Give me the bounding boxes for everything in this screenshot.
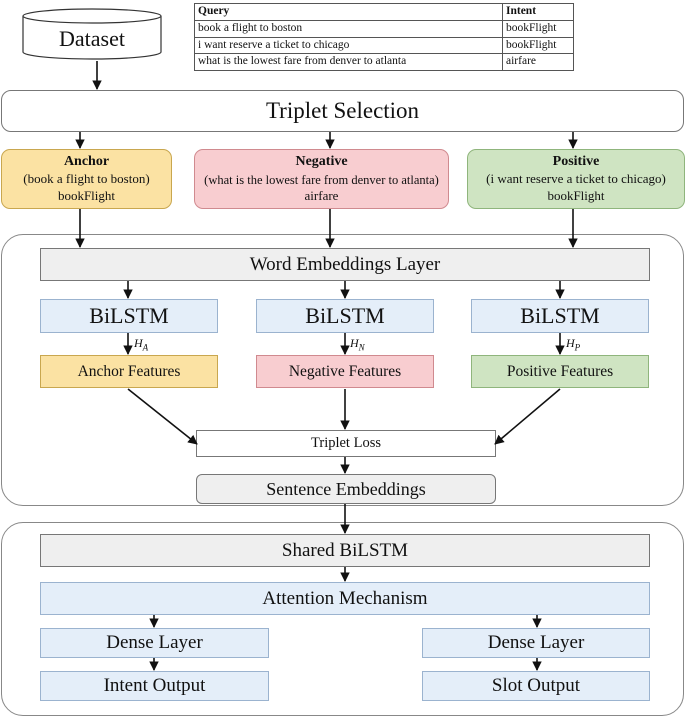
anchor-card: Anchor (book a flight to boston) bookFli… [1, 149, 172, 209]
table-row: what is the lowest fare from denver to a… [194, 53, 574, 72]
joint-model-panel [1, 522, 684, 716]
table-cell-query: i want reserve a ticket to chicago [194, 36, 503, 55]
positive-intent: bookFlight [547, 188, 605, 204]
dataset-label: Dataset [59, 26, 125, 51]
hidden-label-negative: HN [350, 336, 365, 353]
table-row: i want reserve a ticket to chicago bookF… [194, 36, 574, 55]
anchor-query: (book a flight to boston) [23, 171, 150, 187]
table-cell-query: book a flight to boston [194, 19, 503, 38]
positive-card: Positive (i want reserve a ticket to chi… [467, 149, 685, 209]
anchor-features-box: Anchor Features [40, 355, 218, 388]
dense-layer-intent: Dense Layer [40, 628, 269, 658]
anchor-title: Anchor [63, 154, 110, 170]
triplet-loss-box: Triplet Loss [196, 430, 496, 457]
table-row: book a flight to boston bookFlight [194, 19, 574, 38]
slot-output-box: Slot Output [422, 671, 650, 701]
negative-title: Negative [295, 154, 348, 170]
shared-bilstm-box: Shared BiLSTM [40, 534, 650, 567]
triplet-selection-box: Triplet Selection [1, 90, 684, 132]
dataset-cylinder-icon [22, 8, 162, 60]
positive-query: (i want reserve a ticket to chicago) [486, 171, 666, 187]
table-cell-query: what is the lowest fare from denver to a… [194, 53, 503, 72]
negative-query: (what is the lowest fare from denver to … [204, 172, 439, 187]
table-cell-intent: bookFlight [502, 36, 574, 55]
sentence-embedding-panel [1, 234, 684, 506]
bilstm-negative: BiLSTM [256, 299, 434, 333]
negative-intent: airfare [304, 187, 339, 203]
negative-features-box: Negative Features [256, 355, 434, 388]
hidden-label-positive: HP [566, 336, 581, 353]
bilstm-positive: BiLSTM [471, 299, 649, 333]
table-cell-intent: airfare [502, 53, 574, 72]
table-header-row: Query Intent [194, 3, 574, 21]
table-header-query: Query [194, 3, 503, 21]
intent-output-box: Intent Output [40, 671, 269, 701]
query-table: Query Intent book a flight to boston boo… [194, 3, 574, 72]
anchor-intent: bookFlight [57, 188, 116, 204]
table-header-intent: Intent [502, 3, 574, 21]
bilstm-anchor: BiLSTM [40, 299, 218, 333]
positive-title: Positive [552, 154, 600, 170]
attention-mechanism-box: Attention Mechanism [40, 582, 650, 615]
table-cell-intent: bookFlight [502, 19, 574, 38]
positive-features-box: Positive Features [471, 355, 649, 388]
sentence-embeddings-box: Sentence Embeddings [196, 474, 496, 504]
hidden-label-anchor: HA [134, 336, 149, 353]
dense-layer-slot: Dense Layer [422, 628, 650, 658]
word-embeddings-layer: Word Embeddings Layer [40, 248, 650, 281]
negative-card: Negative (what is the lowest fare from d… [194, 149, 449, 209]
